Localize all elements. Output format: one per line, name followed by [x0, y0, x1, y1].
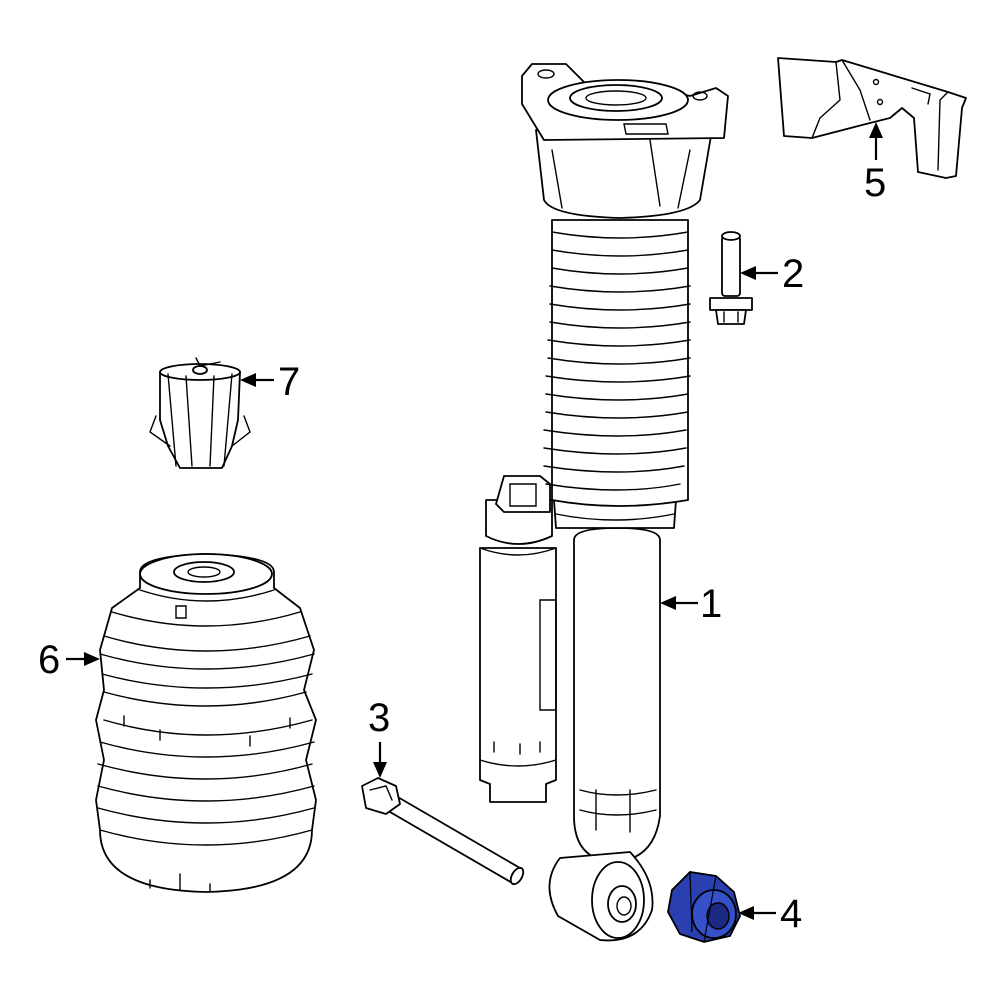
- leader-1: [660, 596, 698, 610]
- callout-5[interactable]: 5: [864, 161, 887, 205]
- part-6-air-spring[interactable]: [95, 553, 317, 893]
- leader-3: [373, 742, 387, 778]
- part-5-bracket[interactable]: [777, 57, 967, 179]
- callout-6[interactable]: 6: [38, 638, 61, 682]
- leader-6: [66, 652, 100, 666]
- leader-5: [869, 122, 883, 160]
- callout-7[interactable]: 7: [278, 360, 301, 404]
- part-3-long-bolt[interactable]: [361, 777, 526, 886]
- leader-7: [240, 373, 274, 387]
- callout-1[interactable]: 1: [700, 582, 723, 626]
- part-2-bolt[interactable]: [709, 231, 753, 325]
- callout-3[interactable]: 3: [368, 696, 391, 740]
- callout-4[interactable]: 4: [780, 892, 803, 936]
- leader-4: [738, 906, 776, 920]
- part-1-strut-assembly[interactable]: [479, 63, 729, 942]
- part-4-lock-nut[interactable]: [667, 871, 741, 943]
- leader-2: [740, 266, 778, 280]
- part-7-bump-stop[interactable]: [149, 357, 251, 469]
- callout-2[interactable]: 2: [782, 252, 805, 296]
